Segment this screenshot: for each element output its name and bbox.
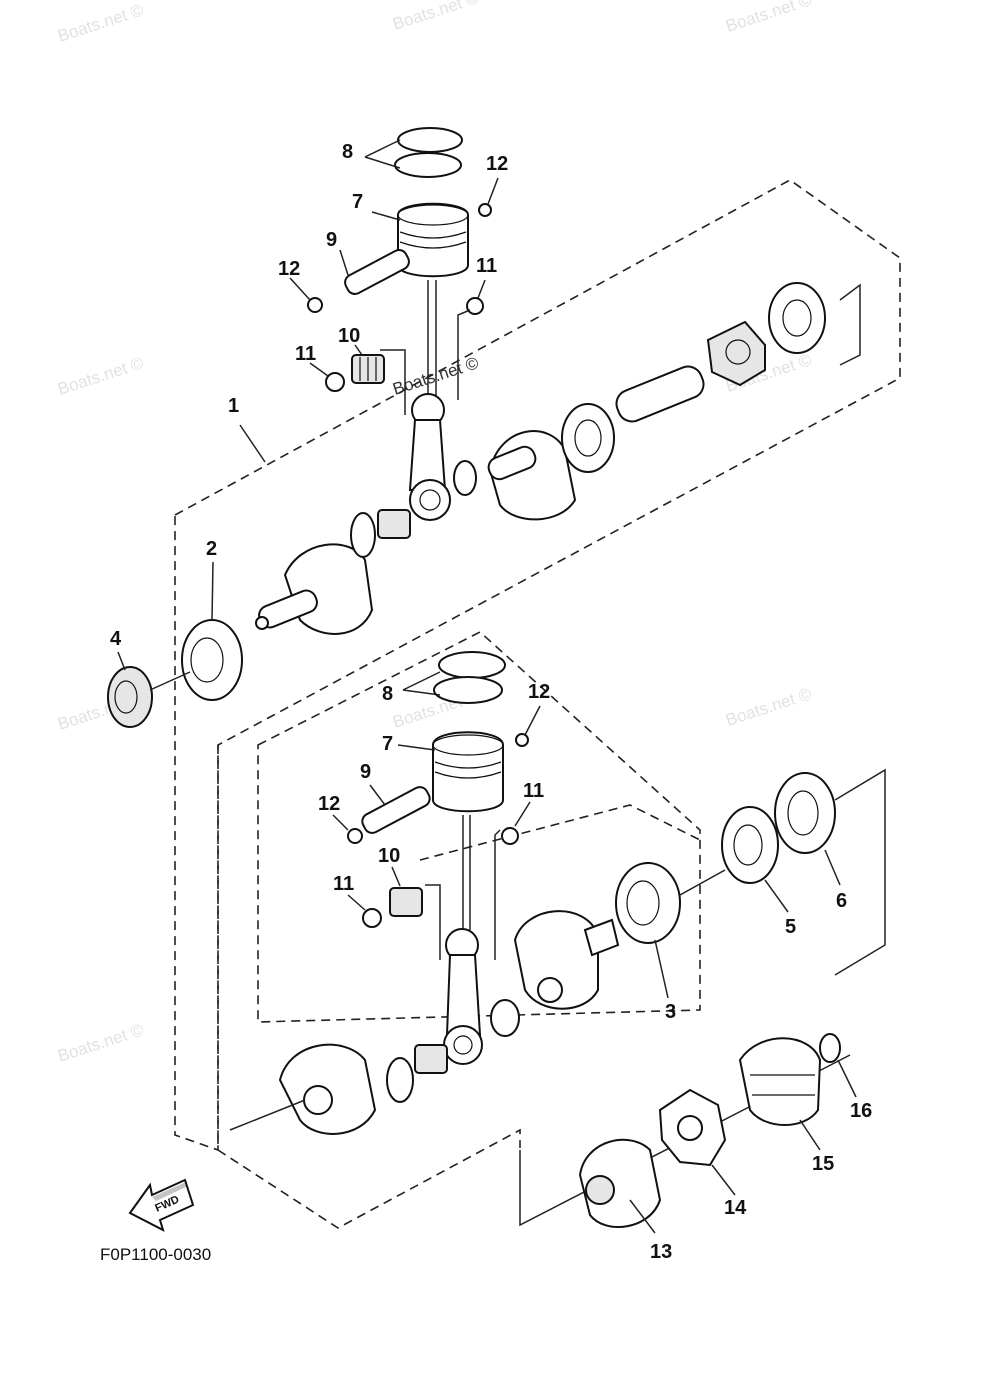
callout-8: 8 [382,683,393,705]
bearing-bracket-upper [839,283,861,366]
shaft-tube-icon [615,365,705,423]
callout-9: 9 [360,761,371,783]
callout-12: 12 [318,793,340,815]
diagram-code: F0P1100-0030 [100,1245,211,1264]
piston-ring-icon [433,676,503,704]
needle-bearing-icon [414,1044,448,1074]
callout-10: 10 [378,845,400,867]
crank-gear-icon [706,320,766,387]
callout-11: 11 [523,780,544,802]
cylinder-group-outline [257,631,701,1023]
upper-piston-group [307,127,492,392]
needle-bearing-icon [389,887,423,917]
crank-journal-icon [583,918,620,957]
circlip-icon [515,733,529,747]
rod-big-end-icon [443,1025,483,1065]
ball-bearing-icon [561,403,615,473]
coupling-bracket [519,1054,851,1227]
callout-12: 12 [486,153,508,175]
watermark: Boats.net © [723,0,814,36]
callout-6: 6 [836,890,847,912]
callout-labels: 8 12 7 9 12 11 10 11 1 2 4 8 12 7 9 12 1… [110,141,872,1263]
callout-10: 10 [338,325,360,347]
callout-12: 12 [528,681,550,703]
oil-seal-icon [107,666,153,728]
piston-pin-icon [361,786,431,834]
lower-connecting-rod [425,815,501,1065]
callout-12: 12 [278,258,300,280]
upper-connecting-rod [380,280,471,521]
watermark: Boats.net © [723,684,814,730]
piston-ring-icon [397,127,463,153]
crank-pin-icon [487,445,537,481]
callout-4: 4 [110,628,122,650]
piston-ring-icon [394,152,462,178]
circlip-icon [478,203,492,217]
circlip-icon [362,908,382,928]
watermark: Boats.net © [55,1020,146,1066]
piston-icon [397,202,469,278]
bearing-bracket-lower [834,768,886,976]
callout-15: 15 [812,1153,834,1175]
piston-pin-icon [344,249,410,295]
watermark: Boats.net © [390,0,481,34]
callout-16: 16 [850,1100,872,1122]
coupling-icon [738,1037,822,1126]
leader-lines [117,139,857,1234]
callout-1: 1 [228,395,239,417]
circlip-icon [466,297,484,315]
callout-7: 7 [382,733,393,755]
callout-14: 14 [724,1197,747,1219]
inner-crank-outline [419,804,701,861]
thrust-washer-icon [490,999,520,1037]
lower-assembly-outline [217,745,521,1229]
ball-bearing-icon [768,282,826,354]
callout-3: 3 [665,1001,676,1023]
callout-13: 13 [650,1241,672,1263]
coupling-group [578,1033,841,1228]
spacer-ring-icon [819,1033,841,1063]
watermark: Boats.net © [55,353,146,399]
circlip-icon [325,372,345,392]
circlip-icon [307,297,323,313]
callout-11: 11 [295,343,316,365]
lower-piston-group [347,651,529,928]
callout-9: 9 [326,229,337,251]
watermark: Boats.net © [55,0,146,46]
upper-crankshaft [255,282,826,635]
callout-7: 7 [352,191,363,213]
circlip-icon [501,827,519,845]
needle-bearing-icon [377,509,411,539]
forward-arrow-icon: FWD [128,1178,195,1232]
oil-seal-icon [721,806,779,884]
thrust-washer-icon [350,512,376,558]
crankshaft-assembly-outline [174,179,901,1152]
crank-web-icon [283,543,374,635]
piston-icon [432,731,504,813]
crank-web-icon [513,910,599,1010]
callout-11: 11 [476,255,497,277]
callout-8: 8 [342,141,353,163]
thrust-washer-icon [453,460,477,496]
circlip-icon [347,828,363,844]
lower-crankshaft [229,862,681,1135]
rod-big-end-icon [409,479,451,521]
thrust-washer-icon [386,1057,414,1103]
callout-11: 11 [333,873,354,895]
piston-ring-icon [438,651,506,679]
callout-2: 2 [206,538,217,560]
coupling-hub-icon [578,1138,662,1228]
ball-bearing-icon [615,862,681,944]
oil-seal-icon [774,772,836,854]
callout-5: 5 [785,916,796,938]
